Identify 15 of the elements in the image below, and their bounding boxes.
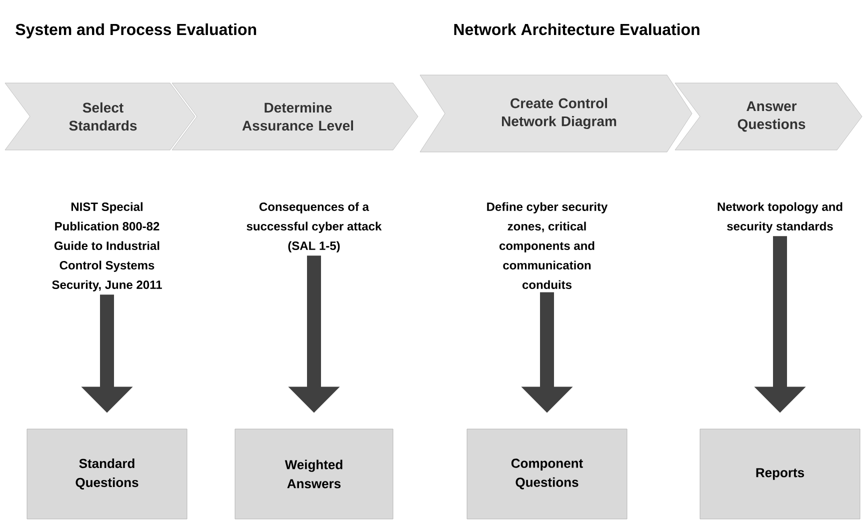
chevron-step: Select Standards	[4, 82, 196, 150]
description-text: Network topology and security standards	[718, 202, 842, 233]
output-box: Component Questions	[466, 428, 628, 520]
description-text: Define cyber security zones, critical components and communication conduits	[487, 202, 608, 289]
output-box: Weighted Answers	[234, 428, 394, 520]
chevron-step: Answer Questions	[674, 82, 862, 150]
section-heading: System and Process Evaluation	[16, 23, 256, 38]
chevron-step: Determine Assurance Level	[172, 82, 418, 150]
description-text: Consequences of a successful cyber attack (SAL 1-5)	[246, 202, 382, 252]
node-label: Answer Questions	[738, 101, 806, 132]
chevron-step: Create Control Network Diagram	[420, 74, 692, 152]
description-text: NIST Special Publication 800-82 Guide to Industrial Control Systems Security, June 2011	[52, 202, 162, 292]
section-heading: Network Architecture Evaluation	[454, 23, 700, 36]
output-box: Standard Questions	[26, 428, 188, 520]
output-box: Reports	[700, 428, 860, 520]
